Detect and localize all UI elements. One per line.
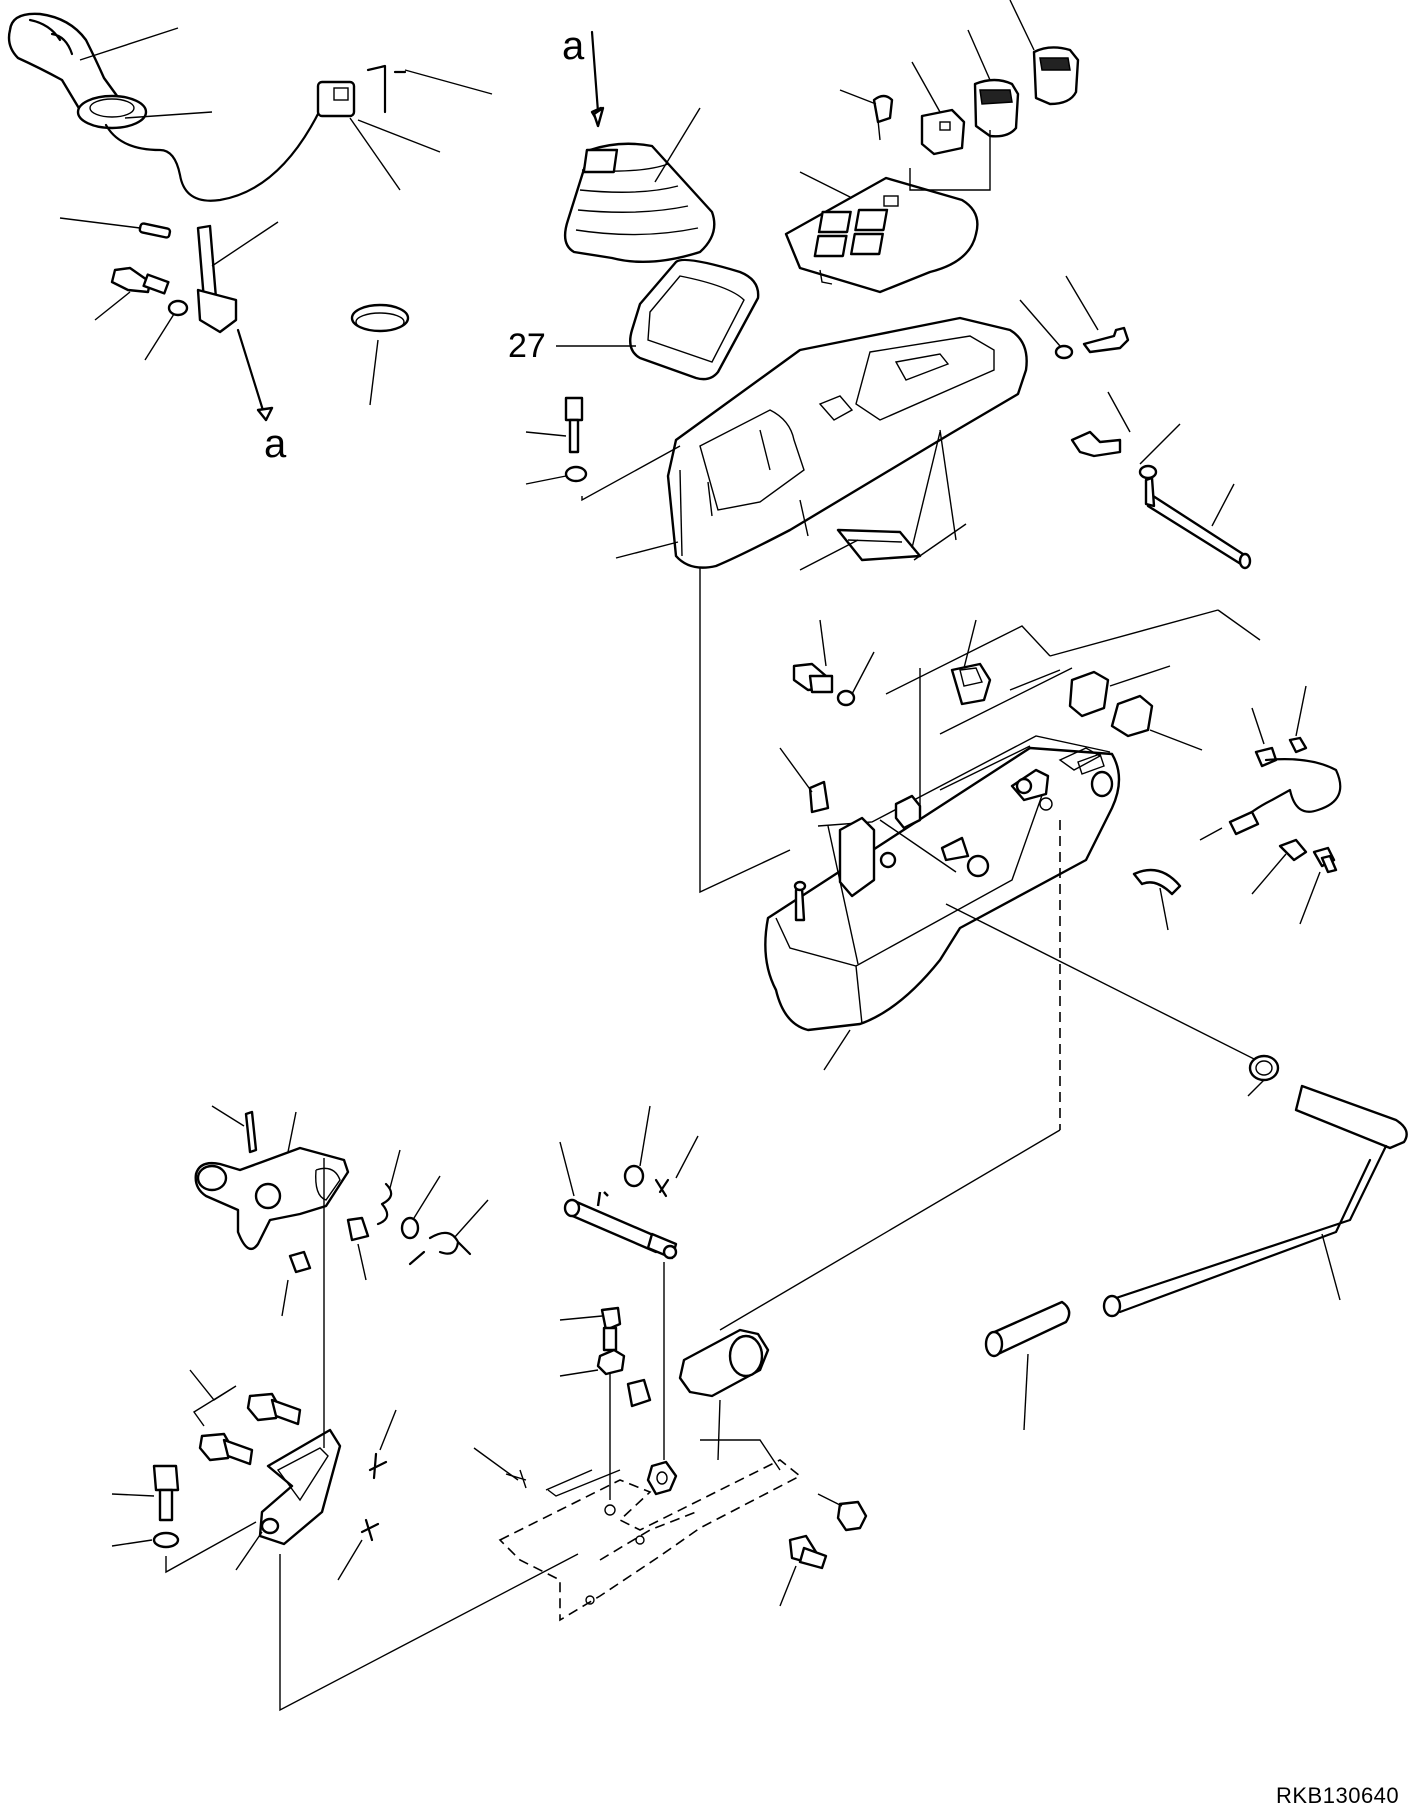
lever-mount-parts — [59, 217, 279, 422]
joystick-lever-part — [7, 12, 407, 202]
rubber-stop-part — [1132, 868, 1182, 931]
lever-bracket-assembly — [194, 1105, 489, 1317]
harness-parts — [1199, 685, 1342, 925]
lower-console-body-part — [764, 735, 1121, 1130]
reference-label-a-left: a — [264, 422, 287, 466]
console-shaft-part — [1144, 476, 1252, 570]
drawing-code: RKB130640 — [1276, 1783, 1400, 1808]
lower-console-small-parts — [779, 609, 1261, 814]
reference-label-a-top: a — [562, 24, 585, 68]
upper-console-cover-part — [615, 316, 1028, 571]
lever-boot-part — [563, 30, 716, 264]
base-plate-assembly — [473, 1306, 868, 1622]
hose-clamp-part — [350, 303, 410, 406]
boot-frame-part — [556, 258, 760, 381]
assembly-leader-lines — [699, 568, 1277, 1331]
lever-handle-part — [984, 1054, 1408, 1431]
switch-panel-parts — [784, 0, 1080, 294]
gas-spring-parts — [559, 1105, 699, 1460]
joystick-callout-lines — [79, 27, 493, 191]
callout-number-27: 27 — [508, 327, 546, 365]
bracket-hardware — [111, 1158, 579, 1712]
console-screws-top — [525, 275, 1181, 502]
reference-arrow-a — [592, 106, 605, 128]
